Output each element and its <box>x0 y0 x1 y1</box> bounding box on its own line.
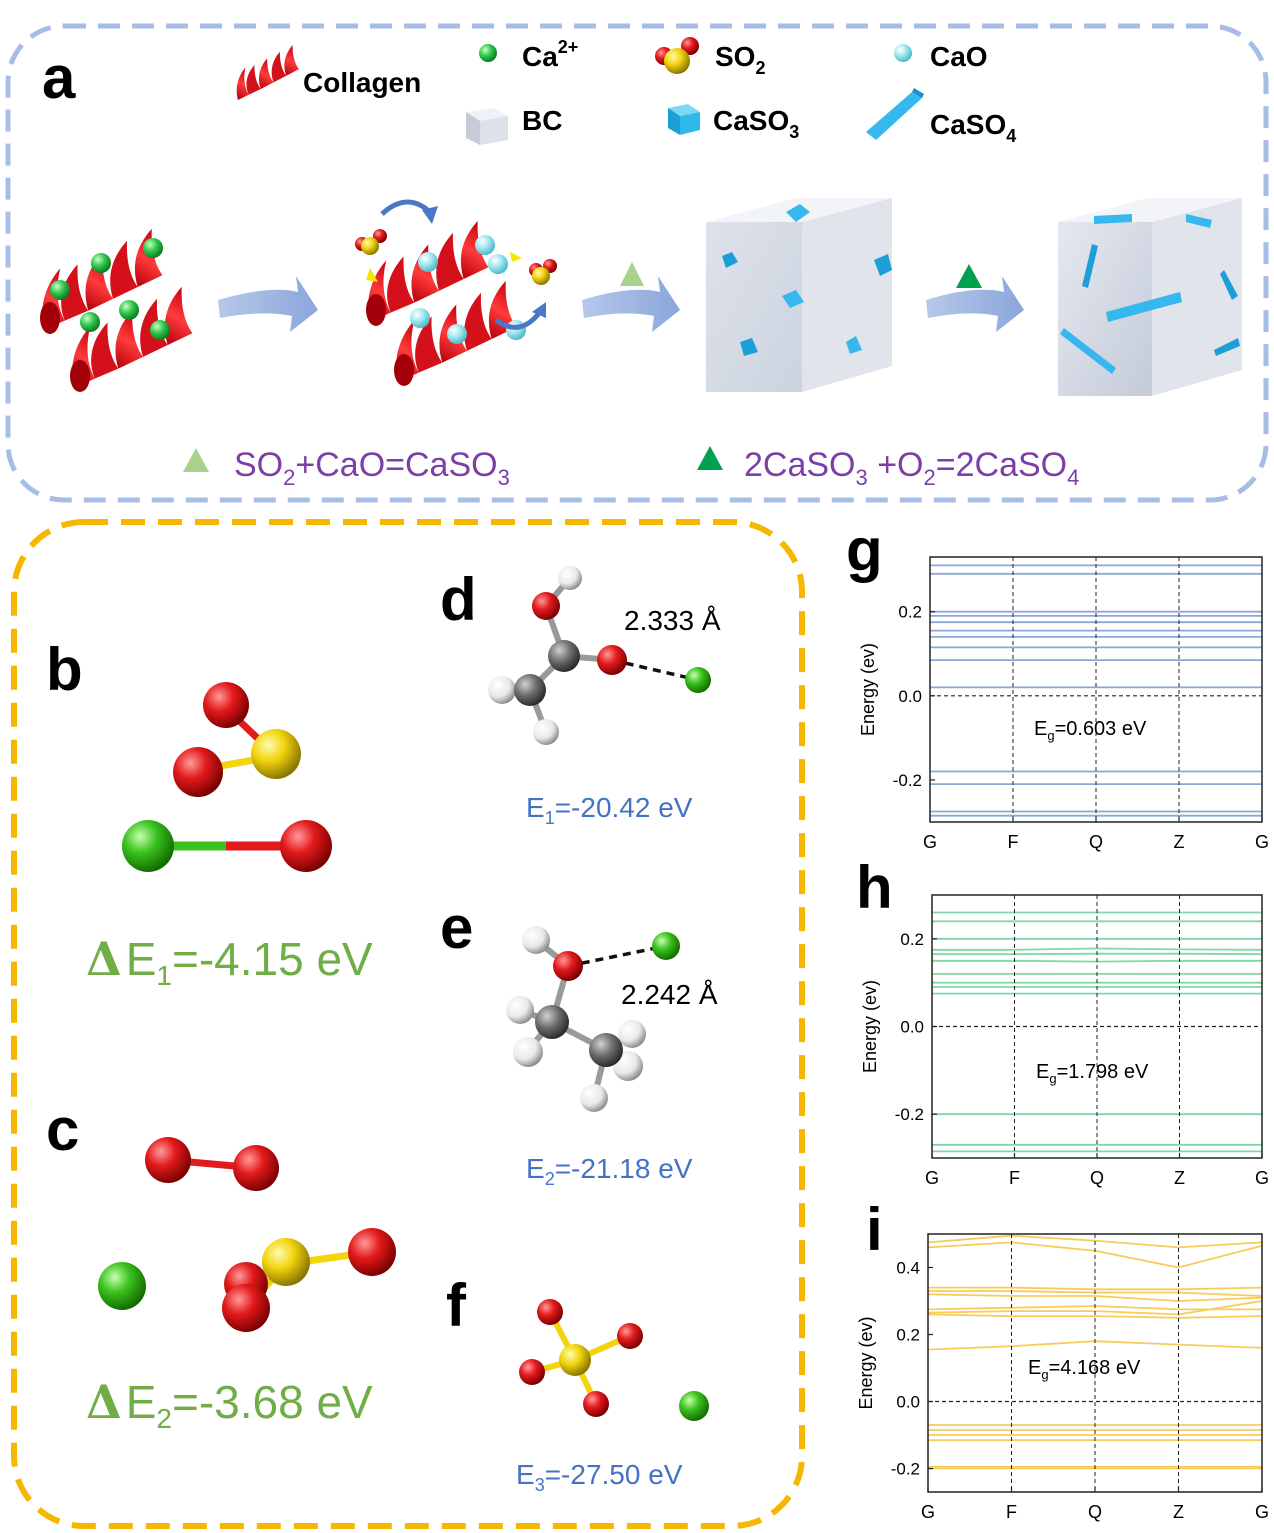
y-axis-label-g: Energy (ev) <box>858 643 878 736</box>
process-arrow-1 <box>218 276 318 332</box>
y-tick-label-g-2: -0.2 <box>893 771 922 790</box>
legend-caso3-label: CaSO3 <box>713 105 799 142</box>
panel-e-distance: 2.242 Å <box>621 979 718 1010</box>
so2-icon <box>655 37 699 74</box>
collagen-with-cao-so2 <box>353 190 557 420</box>
y-tick-label-i-3: -0.2 <box>891 1460 920 1479</box>
band-gap-label-i: Eg=4.168 eV <box>1028 1357 1141 1382</box>
cao-icon <box>894 44 912 62</box>
band-line-h-3 <box>932 947 1263 951</box>
x-tick-label-i-1: F <box>1006 1502 1017 1522</box>
panel-d-energy: E1=-20.42 eV <box>526 792 693 828</box>
panel-b-energy: ΔE1=-4.15 eV <box>86 932 373 991</box>
panel-letter-f: f <box>446 1272 467 1339</box>
x-tick-label-h-2: Q <box>1090 1168 1104 1188</box>
legend-cao-label: CaO <box>930 41 988 72</box>
x-tick-label-g-3: Z <box>1174 832 1185 852</box>
y-tick-label-i-2: 0.0 <box>896 1393 920 1412</box>
band-line-i-0 <box>927 1234 1263 1249</box>
panel-a-border <box>5 23 1269 503</box>
collagen-icon <box>228 29 308 119</box>
chart-i: iG F Q Z G 0.4 0.2 0.0 -0.2 Energy (ev) Eg=4.168 e… <box>856 1196 1269 1522</box>
panel-letter-h: h <box>856 854 893 921</box>
x-tick-label-h-1: F <box>1009 1168 1020 1188</box>
legend-collagen-label: Collagen <box>303 67 421 98</box>
x-tick-label-i-0: G <box>921 1502 935 1522</box>
bc-cube-icon <box>466 108 508 145</box>
y-tick-label-h-1: 0.0 <box>900 1018 924 1037</box>
panel-f-molecule <box>519 1299 709 1421</box>
x-tick-label-i-2: Q <box>1088 1502 1102 1522</box>
panel-d-distance: 2.333 Å <box>624 605 721 636</box>
panel-letter-c: c <box>46 1096 79 1163</box>
panel-letter-i: i <box>866 1196 883 1263</box>
legend-ca-ion-label: Ca2+ <box>522 37 578 72</box>
x-tick-label-g-2: Q <box>1089 832 1103 852</box>
process-arrow-3 <box>926 276 1024 332</box>
x-tick-label-g-0: G <box>923 832 937 852</box>
band-gap-label-g: Eg=0.603 eV <box>1034 718 1147 743</box>
reaction-2-marker-icon <box>956 264 982 288</box>
legend-bc-label: BC <box>522 105 562 136</box>
caso4-rod-icon <box>866 88 924 140</box>
equation-2: 2CaSO3 +O2=2CaSO4 <box>744 446 1079 490</box>
reaction-1-marker-icon <box>620 262 644 286</box>
y-tick-label-h-2: -0.2 <box>895 1105 924 1124</box>
y-axis-label-i: Energy (ev) <box>856 1316 876 1409</box>
chart-g: gG F Q Z G 0.2 0.0 -0.2 Energy (ev) Eg=0.603 eV <box>846 516 1269 852</box>
y-tick-label-h-0: 0.2 <box>900 930 924 949</box>
panel-b-molecule <box>122 682 332 872</box>
y-tick-label-g-0: 0.2 <box>898 603 922 622</box>
panel-letter-g: g <box>846 516 883 583</box>
panel-letter-a: a <box>42 44 76 111</box>
x-tick-label-h-3: Z <box>1174 1168 1185 1188</box>
x-tick-label-i-3: Z <box>1173 1502 1184 1522</box>
y-tick-label-i-1: 0.2 <box>896 1326 920 1345</box>
x-tick-label-h-4: G <box>1255 1168 1269 1188</box>
legend-caso4-label: CaSO4 <box>930 109 1016 146</box>
panel-c-energy: ΔE2=-3.68 eV <box>86 1375 373 1434</box>
panel-e-molecule <box>506 926 680 1112</box>
x-tick-label-i-4: G <box>1255 1502 1269 1522</box>
x-tick-label-g-1: F <box>1008 832 1019 852</box>
x-tick-label-h-0: G <box>925 1168 939 1188</box>
caso3-cube-icon <box>668 104 700 135</box>
panel-bf-border <box>11 519 805 1529</box>
y-tick-label-i-0: 0.4 <box>896 1259 920 1278</box>
band-line-i-7 <box>927 1313 1263 1319</box>
y-axis-label-h: Energy (ev) <box>860 980 880 1073</box>
band-gap-label-h: Eg=1.798 eV <box>1036 1061 1149 1086</box>
band-line-i-4 <box>927 1293 1263 1302</box>
bc-cube-with-caso3 <box>706 198 892 392</box>
equation-2-marker-icon <box>697 446 723 470</box>
process-arrow-2 <box>582 276 680 332</box>
panel-d-molecule <box>488 566 711 745</box>
y-tick-label-g-1: 0.0 <box>898 687 922 706</box>
bc-cube-with-caso4 <box>1058 198 1242 396</box>
equation-1-marker-icon <box>183 448 209 472</box>
panel-letter-b: b <box>46 636 83 703</box>
equation-1: SO2+CaO=CaSO3 <box>234 446 510 490</box>
panel-letter-e: e <box>440 894 473 961</box>
panel-e-energy: E2=-21.18 eV <box>526 1153 693 1189</box>
panel-f-energy: E3=-27.50 eV <box>516 1459 683 1495</box>
x-tick-label-g-4: G <box>1255 832 1269 852</box>
collagen-with-ca-ions <box>27 198 211 426</box>
panel-letter-d: d <box>440 566 477 633</box>
panel-c-molecule <box>98 1137 396 1332</box>
band-line-i-2 <box>928 1286 1263 1291</box>
legend-so2-label: SO2 <box>715 41 765 78</box>
chart-h: hG F Q Z G 0.2 0.0 -0.2 Energy (ev) Eg=1.798 eV <box>856 854 1269 1188</box>
ca-ion-icon <box>479 44 497 62</box>
